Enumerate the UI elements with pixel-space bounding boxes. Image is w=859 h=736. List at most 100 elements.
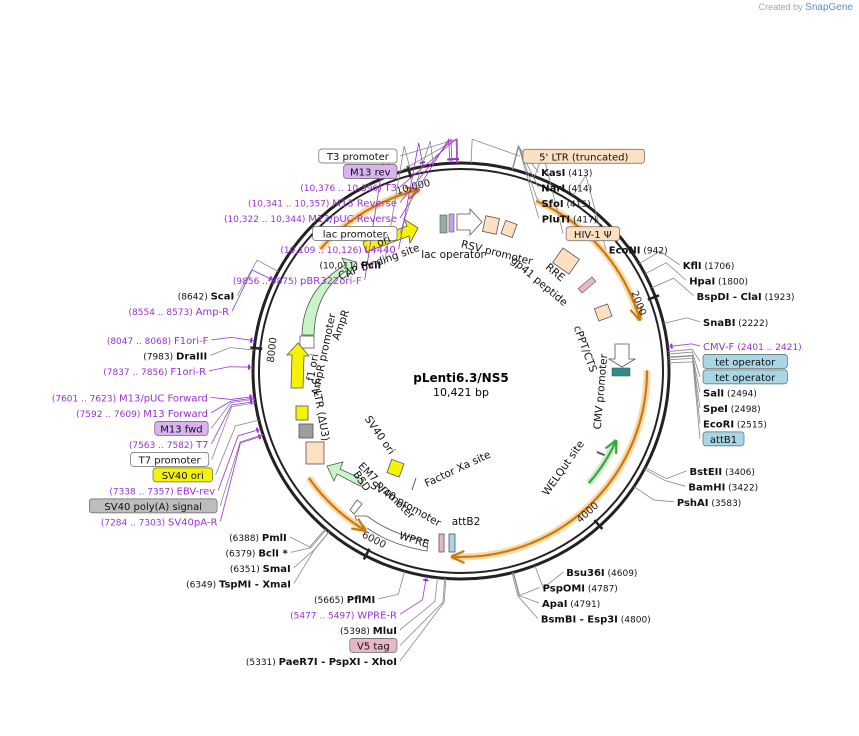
site-part: DraIII [176,351,207,362]
site-part: (4609) [605,569,638,579]
ruler-tick-4000 [593,519,604,530]
site-bsmbi: BsmBI - Esp3I (4800) [541,615,651,626]
leader-wpre-r-31 [399,576,427,615]
outer-label-bspdi: BspDI - ClaI (1923) [697,292,795,303]
rre-box [552,247,580,275]
leader-paer7i-28 [399,578,447,662]
outer-label-lac-promoter: lac promoter [312,226,398,241]
site-part: (6388) [229,534,262,544]
leader-m13-fwd-43 [210,398,255,429]
inner-label-ori: ori [375,233,392,249]
outer-label-pmli: (6388) PmlI [229,533,287,544]
inner-label-welqut-site: WELQut site [540,439,587,498]
site-part: KasI [541,168,565,179]
site-sfoi: SfoI (415) [541,199,590,210]
leader-pluti-7 [512,144,540,219]
primer-part: (7284 .. 7303) [101,518,168,528]
site-part: - PspXI [318,657,361,668]
site-hpai: HpaI (1800) [689,276,748,287]
site-part: (4787) [585,585,618,595]
inner-label-factor-xa-site: Factor Xa site [423,449,493,490]
site-part: (4800) [618,616,651,626]
leader-snabi-13 [663,317,701,324]
primer-part: Amp-R [196,307,230,318]
primer-m13-puc-reverse: (10,322 .. 10,344) M13/pUC Reverse [224,214,397,225]
site-part: SnaBI [703,318,735,329]
site-kfli: KflI (1706) [683,261,735,272]
v5-small [438,533,445,553]
lac-op-box [439,214,448,234]
outer-label-smai: (6351) SmaI [230,564,291,575]
em7-shape [349,499,363,515]
outer-label-m13-puc-reverse: (10,322 .. 10,344) M13/pUC Reverse [224,214,397,225]
site-part: (3406) [722,468,755,478]
site-part: (4791) [567,600,600,610]
site-bsu36i: Bsu36I (4609) [566,568,637,579]
site-part: MluI [373,626,397,637]
primer-part: M13 Reverse [332,199,397,210]
site-part: ScaI [211,292,235,303]
site-part: (1800) [715,277,748,287]
leader-sv40-ori-40 [215,419,259,475]
feature-box-tet-operator [702,369,788,385]
site-part: (3422) [725,483,758,493]
primer-part: M13/pUC Reverse [308,214,397,225]
tet-op-box [611,367,631,377]
outer-label-ebv-rev: (7338 .. 7357) EBV-rev [109,486,215,497]
primer-part: (7601 .. 7623) [52,394,119,404]
site-part: - XmaI [251,579,291,590]
rsv-arrow [456,207,483,237]
feature-box-label-v5-tag: V5 tag [357,641,390,652]
leader-bamhi-22 [644,468,686,487]
outer-label-pcii: (10,011) PciI [319,261,381,272]
site-part: (5398) [340,627,373,637]
ruler-tick-8000 [250,346,263,351]
leader-v5-tag-29 [399,578,446,646]
site-bamhi: BamHI (3422) [688,482,758,493]
orange-arc-1-head [629,305,643,322]
outer-labels: 5' LTR (truncated)KasI (413)NarI (414)Sf… [52,148,802,668]
inner-features [286,207,637,553]
site-part: Bsu36I [566,568,604,579]
site-part: PluTI [542,214,570,225]
leader-cmv-f-14 [667,343,701,348]
site-part: (3583) [709,499,742,509]
outer-label-tspmi: (6349) TspMI - XmaI [186,579,291,590]
primer-part: (2401 .. 2421) [737,343,801,353]
outer-label-t7: (7563 .. 7582) T7 [129,440,209,451]
outer-label-hiv-1: HIV-1 Ψ [565,226,620,242]
feature-box-label-m13-rev: M13 rev [350,168,391,179]
feature-box-v5-tag [349,637,398,653]
leader-l4440-53 [398,142,424,250]
outer-label-bsteii: BstEII (3406) [689,467,754,478]
primer-mark-wpre-r [423,578,429,582]
outer-label-m13-forward: (7592 .. 7609) M13 Forward [76,409,208,420]
leader-f1ori-r-46 [208,366,254,372]
primer-t3: (10,376 .. 10,396) T3 [300,183,397,194]
site-pspomi: PspOMI (4787) [543,584,618,595]
credit-brand: SnapGene [805,2,853,13]
outer-label-5-ltr-truncated: 5' LTR (truncated) [522,148,645,164]
leader-bsu36i-24 [534,565,564,589]
ruler-tick-10-000 [406,165,412,178]
leader-draiii-47 [210,347,255,356]
primer-m13-forward: (7592 .. 7609) M13 Forward [76,409,208,420]
primer-part: T7 [195,440,208,451]
feature-box-label-t3-promoter: T3 promoter [326,152,390,163]
outer-label-pspomi: PspOMI (4787) [543,584,618,595]
primer-f1ori-r: (7837 .. 7856) F1ori-R [103,367,206,378]
primer-part: (9856 .. 9875) [233,277,300,287]
primer-f1ori-f: (8047 .. 8068) F1ori-F [107,336,209,347]
outer-label-amp-r: (8554 .. 8573) Amp-R [129,307,230,318]
site-part: (5665) [314,596,347,606]
sv40-ori-center [386,458,405,478]
outer-label-attb1: attB1 [702,431,745,447]
site-part: (10,011) [319,262,360,272]
site-scai: (8642) ScaI [178,292,234,303]
site-part: (2515) [734,420,767,430]
site-pcii: (10,011) PciI [319,261,381,272]
site-pshai: PshAI (3583) [677,498,741,509]
site-part: BstEII [689,467,722,478]
primer-part: CMV-F [703,342,737,353]
leader-amp-r-49 [231,269,274,312]
